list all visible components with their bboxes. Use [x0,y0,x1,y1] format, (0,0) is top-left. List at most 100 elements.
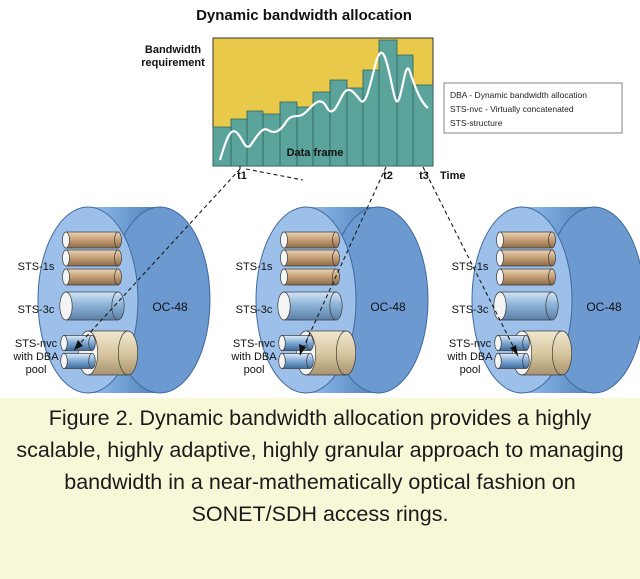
sts3c-label: STS-3c [452,304,489,316]
dba-label-line1: STS-nvc [449,338,492,350]
sts1-tube-end [332,231,340,249]
arrowhead-ring1 [74,340,83,350]
sts3c-tube-body [283,291,337,321]
time-connectors [73,166,519,357]
sts1-label: STS-1s [236,261,273,273]
dba-diagram: Dynamic bandwidth allocation Bandwidth r… [12,7,640,394]
dba-small-tube-body [63,353,93,369]
dba-label-line3: pool [26,364,47,376]
sts1-tube-body [65,268,119,286]
sts3c-label: STS-3c [18,304,55,316]
connector-t1-right [245,168,304,181]
sts1-tube [496,249,556,267]
dba-small-tube-end [522,335,530,351]
sts1-tube-face [62,249,70,267]
dba-small-tube [278,353,314,369]
dba-label-line1: STS-nvc [233,338,276,350]
diagram-title: Dynamic bandwidth allocation [196,7,412,24]
legend: DBA - Dynamic bandwidth allocation STS-n… [443,82,623,134]
dba-small-tube [494,353,530,369]
dba-small-tube-face [278,353,286,369]
dba-small-tube-face [60,353,68,369]
sts1-tube-body [65,231,119,249]
connector-t1-left [73,168,241,351]
sts1-tube-body [65,249,119,267]
sts1-tube [280,249,340,267]
dba-label-line2: with DBA [12,351,59,363]
dba-label-line2: with DBA [446,351,493,363]
sts3c-tube-face [277,291,291,321]
sts1-tube [62,249,122,267]
sts1-tube [496,268,556,286]
sts3c-label: STS-3c [236,304,273,316]
sts1-tube-end [114,249,122,267]
sts1-tube-body [283,231,337,249]
sts3c-tube-body [499,291,553,321]
dba-small-tube-face [60,335,68,351]
bandwidth-label-line1: Bandwidth [145,44,201,56]
sts1-tube [496,231,556,249]
dba-label-line1: STS-nvc [15,338,58,350]
sts1-tube-body [499,268,553,286]
dba-label-line2: with DBA [230,351,277,363]
dba-small-tube-face [494,353,502,369]
dba-label-line3: pool [460,364,481,376]
bandwidth-chart: Data frame [212,37,434,167]
frame-dividers [230,55,414,166]
sts1-tube-body [283,268,337,286]
legend-item: STS-structure [450,118,503,128]
time-marker-t1: t1 [237,170,247,182]
sts1-tube-face [280,249,288,267]
sts1-tube-end [548,231,556,249]
legend-item: STS-nvc - Virtually concatenated [450,104,574,114]
time-marker-t3: t3 [419,170,429,182]
sts1-tube-face [496,249,504,267]
sts1-tube-face [62,231,70,249]
sts3c-tube-face [493,291,507,321]
dba-small-tube-face [278,335,286,351]
sts3c-tube [59,291,125,321]
dba-pool-tube-end [551,330,573,376]
sts1-tube-face [280,268,288,286]
dba-small-tube-end [88,353,96,369]
dba-small-tube-end [522,353,530,369]
dba-label-line3: pool [244,364,265,376]
data-frame-label: Data frame [287,147,344,159]
time-axis-label: Time [440,170,465,182]
caption-area: Figure 2. Dynamic bandwidth allocation p… [0,398,640,579]
dba-small-tube [278,335,314,351]
arrowhead-ring2 [299,344,306,355]
dba-small-tube-body [497,353,527,369]
dba-pool-tube-end [117,330,139,376]
connector-t3-left [422,166,519,357]
legend-box [443,82,623,134]
bandwidth-label-line2: requirement [141,57,205,69]
sts1-tube-end [114,231,122,249]
sts3c-tube-face [59,291,73,321]
sts1-tube-face [496,268,504,286]
sts3c-tube-end [111,291,125,321]
sts3c-tube-end [329,291,343,321]
sts3c-tube [277,291,343,321]
dba-small-tube-end [306,353,314,369]
dba-small-tube-body [281,353,311,369]
sts3c-tube-body [65,291,119,321]
sts3c-tube-end [545,291,559,321]
sts1-tube [280,231,340,249]
dba-small-tube-end [88,335,96,351]
arrowhead-ring3 [510,345,518,356]
sts1-label: STS-1s [18,261,55,273]
sts1-tube-body [499,231,553,249]
dba-small-tube-body [281,335,311,351]
time-marker-t2: t2 [383,170,393,182]
oc48-label: OC-48 [152,300,188,314]
sts1-tube [280,268,340,286]
figure-caption: Figure 2. Dynamic bandwidth allocation p… [16,406,624,526]
sts1-tube-body [283,249,337,267]
sts1-tube-end [548,249,556,267]
demand-curve [218,51,429,161]
dba-small-tube [60,353,96,369]
